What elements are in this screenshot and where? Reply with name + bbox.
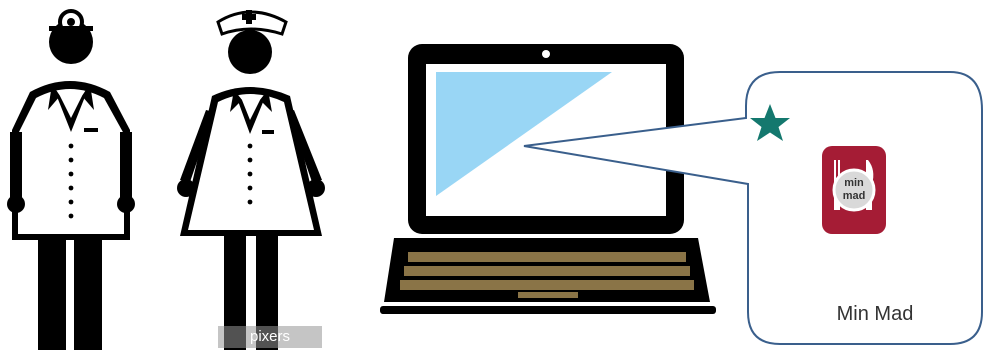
nurse-figure [177,10,325,350]
app-label[interactable]: Min Mad [800,303,950,326]
laptop [380,44,716,314]
logo-line-1: min [844,177,864,189]
doctor-figure [7,11,135,350]
keyboard [408,252,686,262]
watermark: pixers [218,326,322,348]
app-icon-min-mad[interactable]: min mad [822,146,886,234]
logo-line-2: mad [843,190,866,202]
